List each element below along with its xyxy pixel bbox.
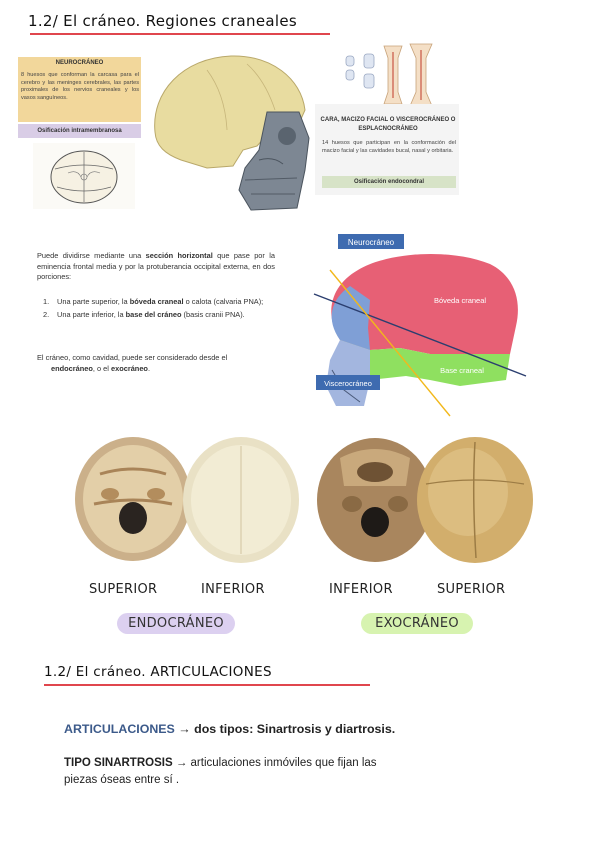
heading-underline xyxy=(30,33,330,35)
list-item-bold: base del cráneo xyxy=(125,309,182,319)
skull-lateral-illustration xyxy=(154,55,310,211)
articulaciones-types: dos tipos: Sinartrosis y diartrosis. xyxy=(194,722,396,736)
label-viscerocraneo: Viscerocráneo xyxy=(324,379,372,388)
cara-title: CARA, MACIZO FACIAL O VISCEROCRÁNEO O ES… xyxy=(320,117,456,132)
photo-label-inferior-exo: INFERIOR xyxy=(329,582,393,597)
exocraneo-highlight: EXOCRÁNEO xyxy=(361,613,473,634)
intro-pre-text: Puede dividirse mediante una xyxy=(37,251,146,260)
articulaciones-title: ARTICULACIONES xyxy=(64,722,175,736)
label-boveda: Bóveda craneal xyxy=(434,296,486,305)
intro-post-text: que pase por la eminencia frontal media … xyxy=(37,251,275,282)
cavity-exocraneo: exocráneo xyxy=(110,364,148,373)
label-base: Base craneal xyxy=(440,366,484,375)
section-heading-articulaciones: 1.2/ El cráneo. ARTICULACIONES xyxy=(44,664,272,680)
cavity-endocraneo: endocráneo xyxy=(51,364,93,373)
photo-label-inferior-endo: INFERIOR xyxy=(201,582,265,597)
tipo-text: articulaciones inmóviles que fijan las p… xyxy=(64,757,377,786)
cavity-mid: , o el xyxy=(92,364,111,373)
list-item-number: 1. xyxy=(43,297,50,306)
list-item-pre: Una parte superior, la xyxy=(57,297,130,306)
section-intro-paragraph: Puede dividirse mediante una sección hor… xyxy=(37,251,275,283)
skull-photo-exo-superior xyxy=(417,437,533,563)
list-item-pre: Una parte inferior, la xyxy=(57,309,126,319)
list-item-bold: bóveda craneal xyxy=(129,297,184,306)
tipo-label: TIPO SINARTROSIS xyxy=(64,757,173,769)
articulaciones-line: ARTICULACIONES → dos tipos: Sinartrosis … xyxy=(64,722,395,736)
endocraneo-highlight: ENDOCRÁNEO xyxy=(117,613,235,634)
cavity-end: . xyxy=(147,364,151,373)
skull-section-diagram: Neurocráneo Bóveda craneal Base craneal … xyxy=(313,234,527,417)
tipo-sinartrosis-line: TIPO SINARTROSIS → articulaciones inmóvi… xyxy=(64,755,404,789)
skull-photo-exo-inferior xyxy=(317,438,433,562)
skull-photo-endo-superior xyxy=(75,437,191,561)
arrow-icon: → xyxy=(178,722,191,736)
neurocraneo-title: NEUROCRÁNEO xyxy=(55,60,104,66)
cavity-paragraph: El cráneo, como cavidad, puede ser consi… xyxy=(37,352,277,374)
skull-top-sketch-illustration xyxy=(33,143,135,209)
arrow-icon: → xyxy=(175,757,188,769)
cara-text: 14 huesos que participan en la conformac… xyxy=(322,140,456,154)
heading-underline xyxy=(44,684,370,686)
list-item: 1. Una parte superior, la bóveda craneal… xyxy=(37,297,275,308)
label-neurocraneo: Neurocráneo xyxy=(348,238,395,247)
skull-photo-endo-inferior xyxy=(183,437,299,563)
list-item-post: (basis cranii PNA). xyxy=(181,309,245,319)
photo-label-superior-endo: SUPERIOR xyxy=(89,582,158,597)
cavity-text: El cráneo, como cavidad, puede ser consi… xyxy=(37,353,228,362)
neurocraneo-text: 8 huesos que conforman la carcasa para e… xyxy=(21,72,139,101)
list-item-number: 2. xyxy=(43,309,50,319)
cara-ossification: Osificación endocondral xyxy=(322,176,456,188)
section-heading-regiones: 1.2/ El cráneo. Regiones craneales xyxy=(28,12,297,30)
division-list: 1. Una parte superior, la bóveda craneal… xyxy=(37,297,275,322)
list-item-post: o calota (calvaria PNA); xyxy=(183,297,264,306)
intro-bold-text: sección horizontal xyxy=(145,251,213,260)
list-item: 2. Una parte inferior, la base del cráne… xyxy=(37,310,275,321)
bone-ossification-illustration xyxy=(345,43,433,107)
neurocraneo-ossification: Osificación intramembranosa xyxy=(18,124,141,138)
neurocraneo-box xyxy=(18,57,141,122)
photo-label-superior-exo: SUPERIOR xyxy=(437,582,506,597)
